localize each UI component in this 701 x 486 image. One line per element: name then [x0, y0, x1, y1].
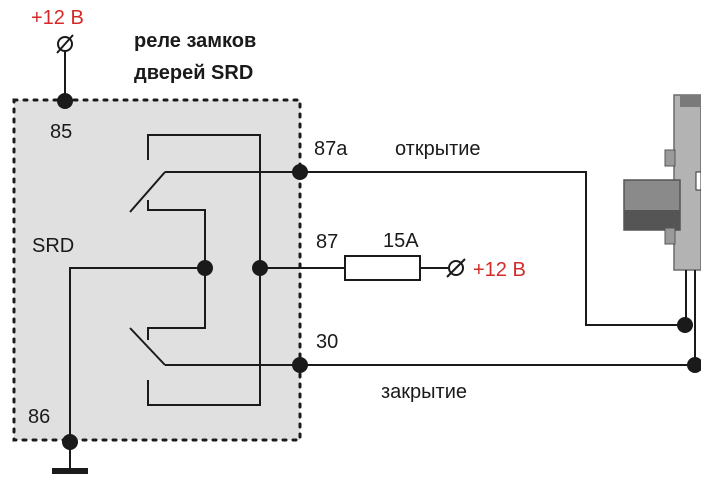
- wire-open-label: открытие: [395, 138, 481, 160]
- contact-upper-blade: [129, 171, 166, 213]
- contact-lower-arm: [147, 268, 206, 340]
- pin-85-label: 85: [50, 121, 72, 143]
- wire-close-label: закрытие: [381, 381, 467, 403]
- pin-30-label: 30: [316, 331, 338, 353]
- supply-right-label: +12 В: [473, 259, 526, 281]
- ground-symbol: [52, 468, 88, 474]
- contact-lower-blade: [129, 327, 166, 366]
- fuse-rating-label: 15A: [383, 230, 419, 252]
- junction-node-right: [252, 260, 268, 276]
- door-lock-actuator: [623, 94, 701, 373]
- contact-upper-arm: [147, 200, 206, 268]
- actuator-node-open: [677, 317, 693, 333]
- junction-node-left: [197, 260, 213, 276]
- pin-85-node: [57, 93, 73, 109]
- relay-name-label: SRD: [32, 235, 74, 257]
- pin-87a-label: 87a: [314, 138, 348, 160]
- supply-top-label: +12 В: [31, 7, 84, 29]
- terminal-symbol-top: [56, 34, 74, 54]
- pin-86-label: 86: [28, 406, 50, 428]
- wire-open: [300, 171, 685, 326]
- title-line-1: реле замков: [134, 30, 256, 52]
- wire-to-86: [69, 267, 205, 442]
- title-line-2: дверей SRD: [134, 62, 253, 84]
- pin-87-label: 87: [316, 231, 338, 253]
- terminal-symbol-right: [446, 258, 466, 278]
- actuator-node-close: [687, 357, 701, 373]
- fuse-symbol: [344, 255, 421, 281]
